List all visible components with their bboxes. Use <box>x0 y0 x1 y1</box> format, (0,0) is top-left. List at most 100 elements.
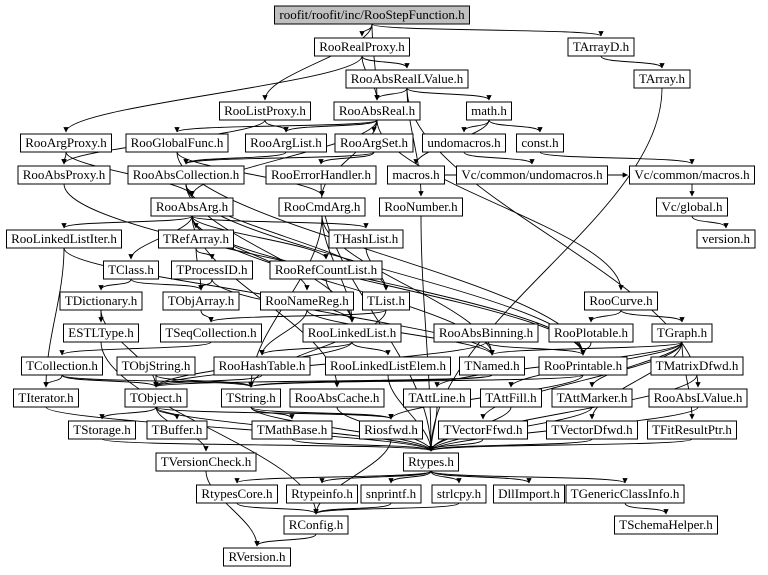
graph-node-tarrayd-h[interactable]: TArrayD.h <box>567 37 635 57</box>
graph-node-roolinkedlistiter-h[interactable]: RooLinkedListIter.h <box>6 229 122 249</box>
graph-node-box[interactable] <box>565 484 685 504</box>
graph-node-dllimport-h[interactable]: DllImport.h <box>493 484 565 504</box>
graph-node-roolinkedlistelem-h[interactable]: RooLinkedListElem.h <box>325 356 451 376</box>
graph-node-strlcpy-h[interactable]: strlcpy.h <box>431 484 487 504</box>
graph-node-box[interactable] <box>289 388 385 408</box>
graph-node-box[interactable] <box>17 165 111 185</box>
graph-node-rooarglist-h[interactable]: RooArgList.h <box>245 133 327 153</box>
graph-node-box[interactable] <box>162 291 240 311</box>
graph-node-tattline-h[interactable]: TAttLine.h <box>403 388 471 408</box>
graph-node-box[interactable] <box>438 420 528 440</box>
graph-node-box[interactable] <box>328 229 404 249</box>
graph-node-roofit-roofit-inc-roostepfunction-h[interactable]: roofit/roofit/inc/RooStepFunction.h <box>274 5 470 25</box>
graph-node-tgenericclassinfo-h[interactable]: TGenericClassInfo.h <box>565 484 685 504</box>
graph-node-roorealproxy-h[interactable]: RooRealProxy.h <box>314 37 410 57</box>
graph-node-rversion-h[interactable]: RVersion.h <box>223 547 291 567</box>
graph-node-tgraph-h[interactable]: TGraph.h <box>651 323 713 343</box>
graph-node-rooabscache-h[interactable]: RooAbsCache.h <box>289 388 385 408</box>
graph-node-box[interactable] <box>422 133 506 153</box>
graph-node-box[interactable] <box>359 420 423 440</box>
graph-node-tarray-h[interactable]: TArray.h <box>633 69 691 89</box>
graph-node-rooabsproxy-h[interactable]: RooAbsProxy.h <box>17 165 111 185</box>
graph-node-box[interactable] <box>146 420 208 440</box>
graph-node-tprocessid-h[interactable]: TProcessID.h <box>171 260 253 280</box>
graph-node-rooabslvalue-h[interactable]: RooAbsLValue.h <box>648 388 748 408</box>
graph-node-box[interactable] <box>656 197 728 217</box>
graph-node-tvectordfwd-h[interactable]: TVectorDfwd.h <box>546 420 638 440</box>
graph-node-tobject-h[interactable]: TObject.h <box>124 388 188 408</box>
graph-node-box[interactable] <box>63 323 139 343</box>
graph-node-undomacros-h[interactable]: undomacros.h <box>422 133 506 153</box>
graph-node-roorefcountlist-h[interactable]: RooRefCountList.h <box>269 260 383 280</box>
graph-node-vc-common-macros-h[interactable]: Vc/common/macros.h <box>629 165 755 185</box>
graph-node-tseqcollection-h[interactable]: TSeqCollection.h <box>160 323 262 343</box>
graph-node-box[interactable] <box>431 484 487 504</box>
graph-node-box[interactable] <box>362 291 410 311</box>
graph-node-box[interactable] <box>103 260 159 280</box>
graph-node-riosfwd-h[interactable]: Riosfwd.h <box>359 420 423 440</box>
graph-node-box[interactable] <box>334 133 414 153</box>
graph-node-box[interactable] <box>127 165 245 185</box>
graph-node-tdictionary-h[interactable]: TDictionary.h <box>59 291 143 311</box>
graph-node-tattfill-h[interactable]: TAttFill.h <box>480 388 542 408</box>
graph-node-box[interactable] <box>650 356 744 376</box>
graph-node-tcollection-h[interactable]: TCollection.h <box>21 356 103 376</box>
graph-node-rooplotable-h[interactable]: RooPlotable.h <box>548 323 634 343</box>
graph-node-box[interactable] <box>538 356 628 376</box>
graph-node-box[interactable] <box>567 37 635 57</box>
graph-node-rooabsreal-h[interactable]: RooAbsReal.h <box>333 101 421 121</box>
graph-node-box[interactable] <box>283 515 349 535</box>
graph-node-box[interactable] <box>633 69 691 89</box>
graph-node-trefarray-h[interactable]: TRefArray.h <box>158 229 234 249</box>
graph-node-box[interactable] <box>125 133 229 153</box>
graph-node-rooargproxy-h[interactable]: RooArgProxy.h <box>20 133 112 153</box>
graph-node-box[interactable] <box>360 484 422 504</box>
graph-node-titerator-h[interactable]: TIterator.h <box>13 388 79 408</box>
graph-node-tfitresultptr-h[interactable]: TFitResultPtr.h <box>647 420 737 440</box>
graph-node-tobjstring-h[interactable]: TObjString.h <box>116 356 196 376</box>
graph-node-box[interactable] <box>647 420 737 440</box>
graph-node-macros-h[interactable]: macros.h <box>387 165 445 185</box>
graph-node-box[interactable] <box>245 133 327 153</box>
graph-node-box[interactable] <box>325 356 451 376</box>
graph-node-tstring-h[interactable]: TString.h <box>221 388 281 408</box>
graph-node-box[interactable] <box>150 197 234 217</box>
graph-node-box[interactable] <box>286 484 358 504</box>
graph-node-box[interactable] <box>171 260 253 280</box>
graph-node-box[interactable] <box>551 388 633 408</box>
graph-node-tstorage-h[interactable]: TStorage.h <box>68 420 136 440</box>
graph-node-roolistproxy-h[interactable]: RooListProxy.h <box>219 101 311 121</box>
graph-node-box[interactable] <box>260 291 354 311</box>
graph-node-box[interactable] <box>274 5 470 25</box>
graph-node-box[interactable] <box>546 420 638 440</box>
graph-node-tbuffer-h[interactable]: TBuffer.h <box>146 420 208 440</box>
graph-node-box[interactable] <box>403 452 459 472</box>
graph-node-tclass-h[interactable]: TClass.h <box>103 260 159 280</box>
graph-node-rooglobalfunc-h[interactable]: RooGlobalFunc.h <box>125 133 229 153</box>
graph-node-box[interactable] <box>648 388 748 408</box>
graph-node-roolinkedlist-h[interactable]: RooLinkedList.h <box>302 323 402 343</box>
graph-node-box[interactable] <box>314 37 410 57</box>
graph-node-box[interactable] <box>160 323 262 343</box>
graph-node-box[interactable] <box>493 484 565 504</box>
graph-node-box[interactable] <box>223 547 291 567</box>
graph-node-roonamereg-h[interactable]: RooNameReg.h <box>260 291 354 311</box>
graph-node-thashlist-h[interactable]: THashList.h <box>328 229 404 249</box>
graph-node-tmatrixdfwd-h[interactable]: TMatrixDfwd.h <box>650 356 744 376</box>
graph-node-box[interactable] <box>21 356 103 376</box>
graph-node-rooabsreallvalue-h[interactable]: RooAbsRealLValue.h <box>345 69 469 89</box>
graph-node-rtypescore-h[interactable]: RtypesCore.h <box>196 484 278 504</box>
graph-node-rooabsarg-h[interactable]: RooAbsArg.h <box>150 197 234 217</box>
graph-node-tattmarker-h[interactable]: TAttMarker.h <box>551 388 633 408</box>
graph-node-box[interactable] <box>387 165 445 185</box>
graph-node-box[interactable] <box>651 323 713 343</box>
graph-node-version-h[interactable]: version.h <box>696 229 756 249</box>
graph-node-box[interactable] <box>333 101 421 121</box>
graph-node-box[interactable] <box>433 323 539 343</box>
graph-node-rtypeinfo-h[interactable]: Rtypeinfo.h <box>286 484 358 504</box>
graph-node-estltype-h[interactable]: ESTLType.h <box>63 323 139 343</box>
graph-node-box[interactable] <box>584 291 658 311</box>
graph-node-snprintf-h[interactable]: snprintf.h <box>360 484 422 504</box>
graph-node-box[interactable] <box>6 229 122 249</box>
graph-node-box[interactable] <box>516 133 564 153</box>
